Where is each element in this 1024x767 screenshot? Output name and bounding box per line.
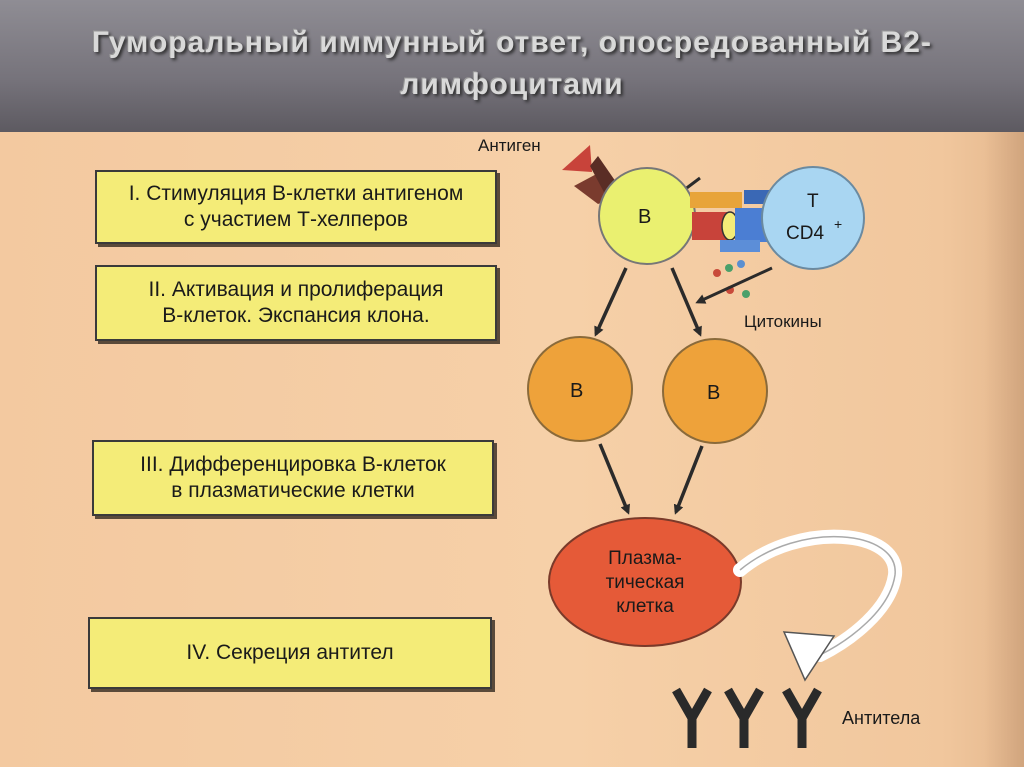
clone-cell-right bbox=[662, 338, 768, 444]
antibodies-label: Антитела bbox=[842, 708, 921, 728]
t-cell-label-1: T bbox=[807, 191, 819, 212]
clone-right-label: B bbox=[707, 382, 720, 404]
stage-4-box: IV. Секреция антител bbox=[88, 617, 492, 689]
slide-title-line-1: Гуморальный иммунный ответ, опосредованн… bbox=[92, 26, 932, 59]
plasma-label-1: Плазма- bbox=[608, 548, 682, 569]
b-cell-label: B bbox=[638, 206, 651, 228]
page-edge-shadow bbox=[984, 132, 1024, 767]
clone-cell-left bbox=[527, 336, 633, 442]
plasma-cell bbox=[548, 517, 742, 647]
t-cell-superscript: + bbox=[834, 216, 842, 232]
arrow-right-to-plasma bbox=[673, 445, 704, 515]
antibodies-icon bbox=[672, 687, 822, 748]
stage-3-box: III. Дифференцировка В-клеток в плазмати… bbox=[92, 440, 494, 516]
clone-left-label: B bbox=[570, 380, 583, 402]
secretion-arrowhead bbox=[782, 631, 836, 682]
slide-title-line-2: лимфоцитами bbox=[400, 68, 624, 101]
cytokine-dots bbox=[713, 260, 750, 298]
slide-header bbox=[0, 0, 1024, 132]
arrow-left-to-plasma bbox=[598, 443, 630, 515]
stage-2-box: II. Активация и пролиферация В-клеток. Э… bbox=[95, 265, 497, 341]
stage-1-box: I. Стимуляция В-клетки антигеном с участ… bbox=[95, 170, 497, 244]
antigen-label: Антиген bbox=[478, 136, 541, 155]
arrow-to-clone-left bbox=[594, 267, 628, 337]
t-cell bbox=[761, 166, 865, 270]
t-cell-label-2: CD4 bbox=[786, 223, 824, 244]
cytokine-arrow bbox=[695, 266, 773, 304]
plasma-label-3: клетка bbox=[616, 596, 674, 617]
arrow-to-clone-right bbox=[670, 267, 702, 337]
cytokines-label: Цитокины bbox=[744, 312, 822, 331]
antigen-triangle bbox=[562, 145, 592, 172]
plasma-label-2: тическая bbox=[606, 572, 685, 593]
